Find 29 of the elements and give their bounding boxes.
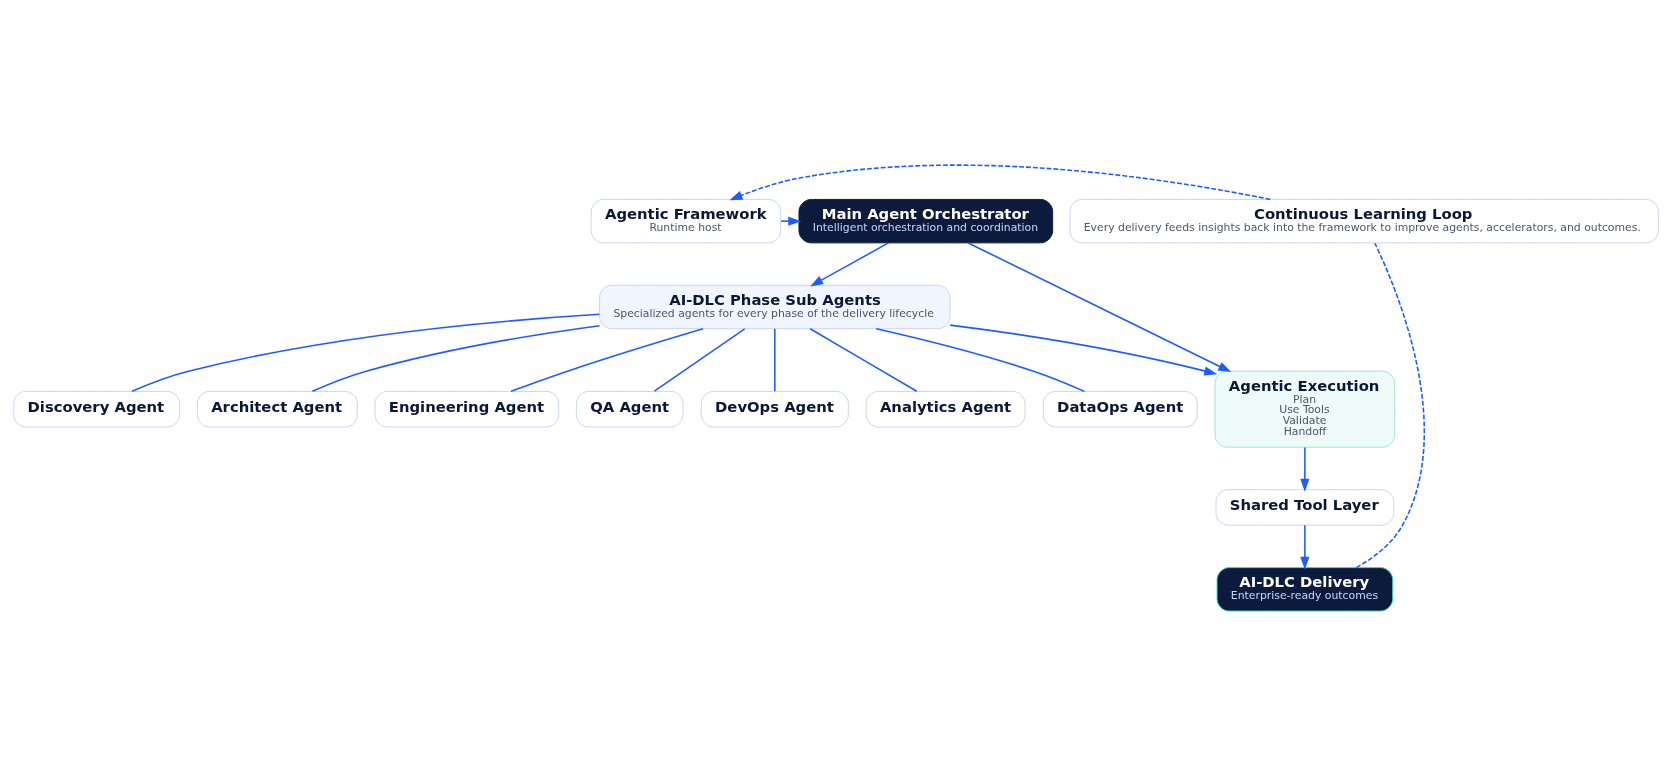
node-box: Agentic Framework Runtime host bbox=[590, 198, 782, 243]
node-box: AI-DLC Delivery Enterprise-ready outcomes bbox=[1216, 566, 1394, 612]
node-box: QA Agent bbox=[575, 390, 684, 427]
node-box: DataOps Agent bbox=[1042, 390, 1198, 427]
connector bbox=[809, 327, 918, 392]
node-box: Analytics Agent bbox=[865, 390, 1026, 427]
connector bbox=[875, 327, 1086, 392]
arrow bbox=[1300, 524, 1310, 570]
node-box: Agentic Execution Plan Use Tools Validate Handoff bbox=[1214, 370, 1396, 448]
connector bbox=[653, 327, 746, 392]
node-box: Continuous Learning Loop Every delivery feeds insights back into the framework to improve agents, accelerators, and outcomes. bbox=[1069, 198, 1659, 243]
arrow bbox=[810, 241, 890, 286]
connector bbox=[311, 324, 601, 392]
arrow bbox=[729, 163, 1271, 200]
arrow bbox=[780, 216, 802, 226]
node-box: Discovery Agent bbox=[13, 390, 181, 427]
arrow bbox=[1300, 446, 1310, 492]
connector bbox=[131, 312, 601, 392]
node-box: Engineering Agent bbox=[374, 390, 560, 427]
node-box: Shared Tool Layer bbox=[1215, 488, 1395, 526]
connector bbox=[774, 327, 776, 392]
connector bbox=[1355, 241, 1425, 568]
arrow bbox=[949, 323, 1218, 375]
arrow bbox=[967, 241, 1232, 372]
node-box: DevOps Agent bbox=[700, 390, 849, 427]
connector bbox=[510, 327, 704, 392]
node-box: Main Agent Orchestrator Intelligent orchestration and coordination bbox=[798, 198, 1054, 243]
node-box: Architect Agent bbox=[196, 390, 358, 427]
node-box: AI-DLC Phase Sub Agents Specialized agents for every phase of the delivery lifecycle bbox=[599, 284, 951, 329]
